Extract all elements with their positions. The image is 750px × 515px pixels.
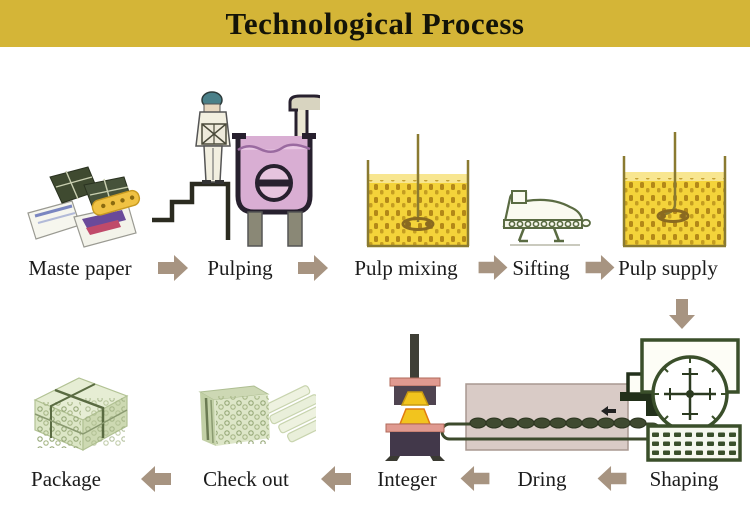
- step-label-pulping: Pulping: [207, 256, 273, 280]
- step-label-check-out: Check out: [203, 467, 289, 491]
- step-label-sifting: Sifting: [512, 256, 570, 280]
- supply-tank-icon: [617, 128, 732, 250]
- title-banner: Technological Process: [0, 0, 750, 47]
- flow-arrow-right-2: [297, 255, 329, 281]
- flow-arrow-right-3: [478, 255, 508, 280]
- flow-arrow-right-4: [585, 255, 615, 280]
- packed-bundle-icon: [25, 356, 137, 456]
- step-label-pulp-supply: Pulp supply: [618, 256, 718, 280]
- step-label-pulp-mixing: Pulp mixing: [354, 256, 458, 280]
- flow-arrow-right-1: [157, 255, 189, 281]
- flow-arrow-left-4: [140, 466, 172, 492]
- step-label-dring: Dring: [517, 467, 567, 491]
- step-label-package: Package: [31, 467, 101, 491]
- page-title: Technological Process: [225, 5, 525, 41]
- flow-arrow-left-2: [460, 466, 490, 491]
- step-label-maste-paper: Maste paper: [28, 256, 132, 280]
- press-machine-icon: [372, 332, 460, 462]
- drying-conveyor-icon: [438, 382, 666, 464]
- worker-figure: [195, 91, 231, 184]
- step-label-shaping: Shaping: [649, 467, 719, 491]
- egg-tray-stack-icon: [188, 360, 316, 456]
- mixing-tank-icon: [362, 130, 474, 250]
- shaping-machine-icon: [618, 332, 748, 462]
- sifting-machine-icon: [492, 182, 592, 250]
- step-label-integer: Integer: [377, 467, 437, 491]
- pulping-vat-icon: [148, 86, 320, 254]
- flow-arrow-left-3: [320, 466, 352, 492]
- waste-paper-icon: [22, 155, 152, 251]
- flow-arrow-down: [669, 298, 695, 330]
- flow-arrow-left-1: [597, 466, 627, 491]
